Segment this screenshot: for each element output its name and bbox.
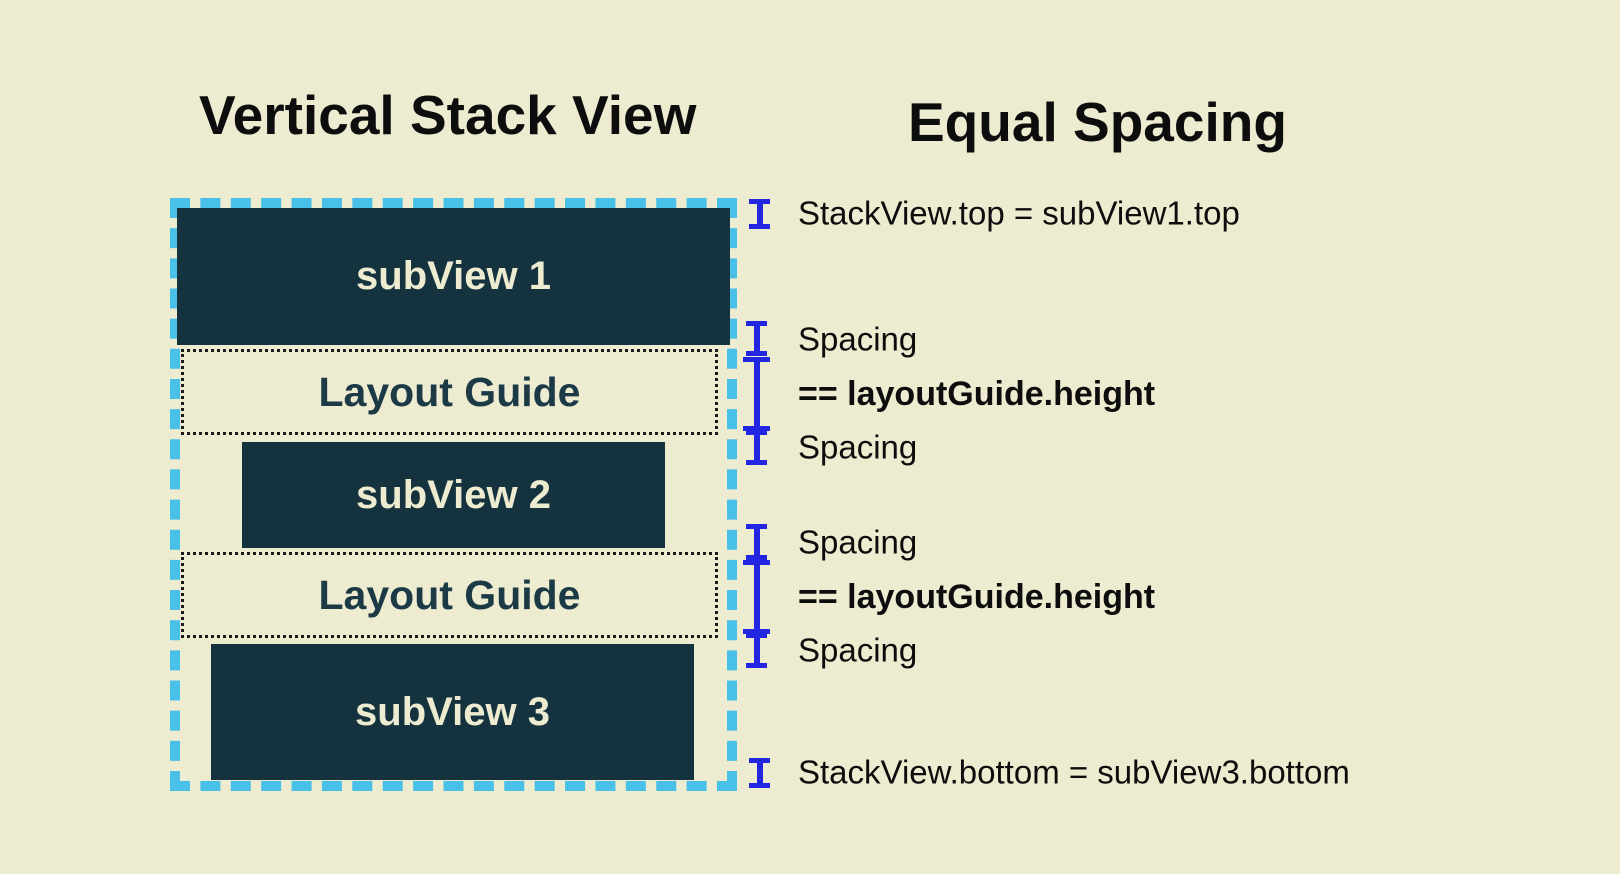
guide-height-ibeam-icon — [743, 560, 770, 634]
subview-3-label: subView 3 — [355, 689, 550, 734]
annotation-spacing-1: Spacing — [798, 320, 918, 358]
layout-guide-1-label: Layout Guide — [318, 368, 581, 415]
top-constraint-ibeam-icon — [749, 199, 770, 229]
spacing-ibeam-icon — [746, 430, 767, 465]
annotation-guide-height-1: == layoutGuide.height — [798, 375, 1156, 413]
title-equal-spacing: Equal Spacing — [908, 91, 1287, 153]
layout-guide-1: Layout Guide — [181, 349, 718, 435]
title-vertical-stack-view: Vertical Stack View — [199, 84, 697, 146]
stack-view-container: subView 1 Layout Guide subView 2 Layout … — [170, 198, 737, 791]
annotation-bottom-constraint: StackView.bottom = subView3.bottom — [798, 753, 1350, 791]
annotation-guide-height-2: == layoutGuide.height — [798, 578, 1156, 616]
subview-1: subView 1 — [177, 208, 730, 345]
annotation-spacing-4: Spacing — [798, 631, 918, 669]
annotation-spacing-3: Spacing — [798, 523, 918, 561]
layout-guide-2-label: Layout Guide — [318, 571, 581, 618]
subview-2-label: subView 2 — [356, 472, 551, 517]
layout-guide-2: Layout Guide — [181, 552, 718, 638]
spacing-ibeam-icon — [746, 633, 767, 668]
spacing-ibeam-icon — [746, 321, 767, 356]
spacing-ibeam-icon — [746, 524, 767, 560]
annotation-spacing-2: Spacing — [798, 428, 918, 466]
guide-height-ibeam-icon — [743, 357, 770, 431]
annotation-top-constraint: StackView.top = subView1.top — [798, 194, 1240, 232]
bottom-constraint-ibeam-icon — [749, 758, 770, 788]
subview-3: subView 3 — [211, 644, 694, 780]
subview-1-label: subView 1 — [356, 254, 551, 298]
subview-2: subView 2 — [242, 442, 665, 548]
